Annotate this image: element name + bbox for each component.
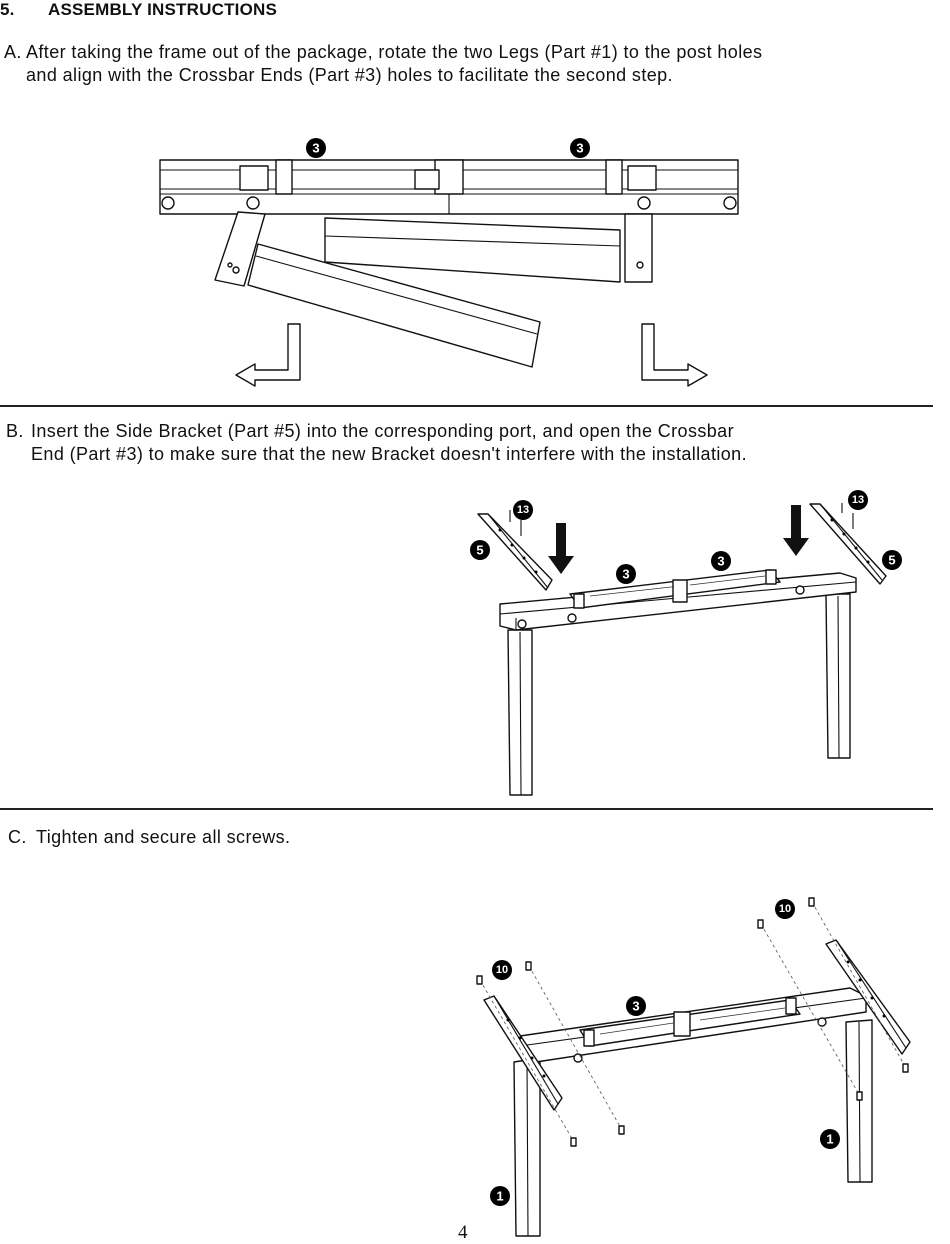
callout-b-5-right: 5 [882, 550, 902, 570]
callout-c-1-right: 1 [820, 1129, 840, 1149]
callout-c-10-left-text: 10 [496, 964, 508, 976]
divider-1 [0, 405, 933, 407]
step-b-line-1: Insert the Side Bracket (Part #5) into t… [31, 421, 734, 441]
callout-a-2-text: 3 [576, 141, 583, 156]
page-number: 4 [458, 1222, 468, 1243]
callout-b-3-right: 3 [711, 551, 731, 571]
step-a-line-2: and align with the Crossbar Ends (Part #… [26, 65, 673, 85]
callout-c-1-right-text: 1 [826, 1132, 833, 1147]
step-c-letter: C. [8, 827, 27, 847]
callout-a-2: 3 [570, 138, 590, 158]
illustration-step-b [477, 503, 887, 796]
callout-c-10-left: 10 [492, 960, 512, 980]
step-a-line-1: After taking the frame out of the packag… [26, 42, 763, 62]
callout-a-1-text: 3 [312, 141, 319, 156]
step-c: C. Tighten and secure all screws. [8, 826, 938, 849]
callout-b-13-left: 13 [513, 500, 533, 520]
section-heading: 5. ASSEMBLY INSTRUCTIONS [0, 0, 277, 20]
step-b-letter: B. [6, 421, 24, 441]
callout-b-3-left: 3 [616, 564, 636, 584]
callout-b-13-left-text: 13 [517, 504, 529, 516]
callout-b-5-right-text: 5 [888, 553, 895, 568]
callout-c-10-right: 10 [775, 899, 795, 919]
callout-c-3: 3 [626, 996, 646, 1016]
callout-c-1-left: 1 [490, 1186, 510, 1206]
callout-b-3-left-text: 3 [622, 567, 629, 582]
step-b: B. Insert the Side Bracket (Part #5) int… [6, 420, 936, 466]
callout-c-1-left-text: 1 [496, 1189, 503, 1204]
callout-a-1: 3 [306, 138, 326, 158]
callout-b-5-left-text: 5 [476, 543, 483, 558]
callout-b-13-right-text: 13 [852, 494, 864, 506]
section-number: 5. [0, 0, 15, 19]
callout-b-3-right-text: 3 [717, 554, 724, 569]
callout-c-3-text: 3 [632, 999, 639, 1014]
step-b-line-2: End (Part #3) to make sure that the new … [31, 444, 747, 464]
illustration-step-a [159, 159, 739, 387]
callout-c-10-right-text: 10 [779, 903, 791, 915]
callout-b-5-left: 5 [470, 540, 490, 560]
section-title: ASSEMBLY INSTRUCTIONS [48, 0, 278, 19]
divider-2 [0, 808, 933, 810]
step-a-letter: A. [4, 42, 22, 62]
step-c-line-1: Tighten and secure all screws. [36, 827, 291, 847]
callout-b-13-right: 13 [848, 490, 868, 510]
step-a: A. After taking the frame out of the pac… [4, 41, 934, 87]
